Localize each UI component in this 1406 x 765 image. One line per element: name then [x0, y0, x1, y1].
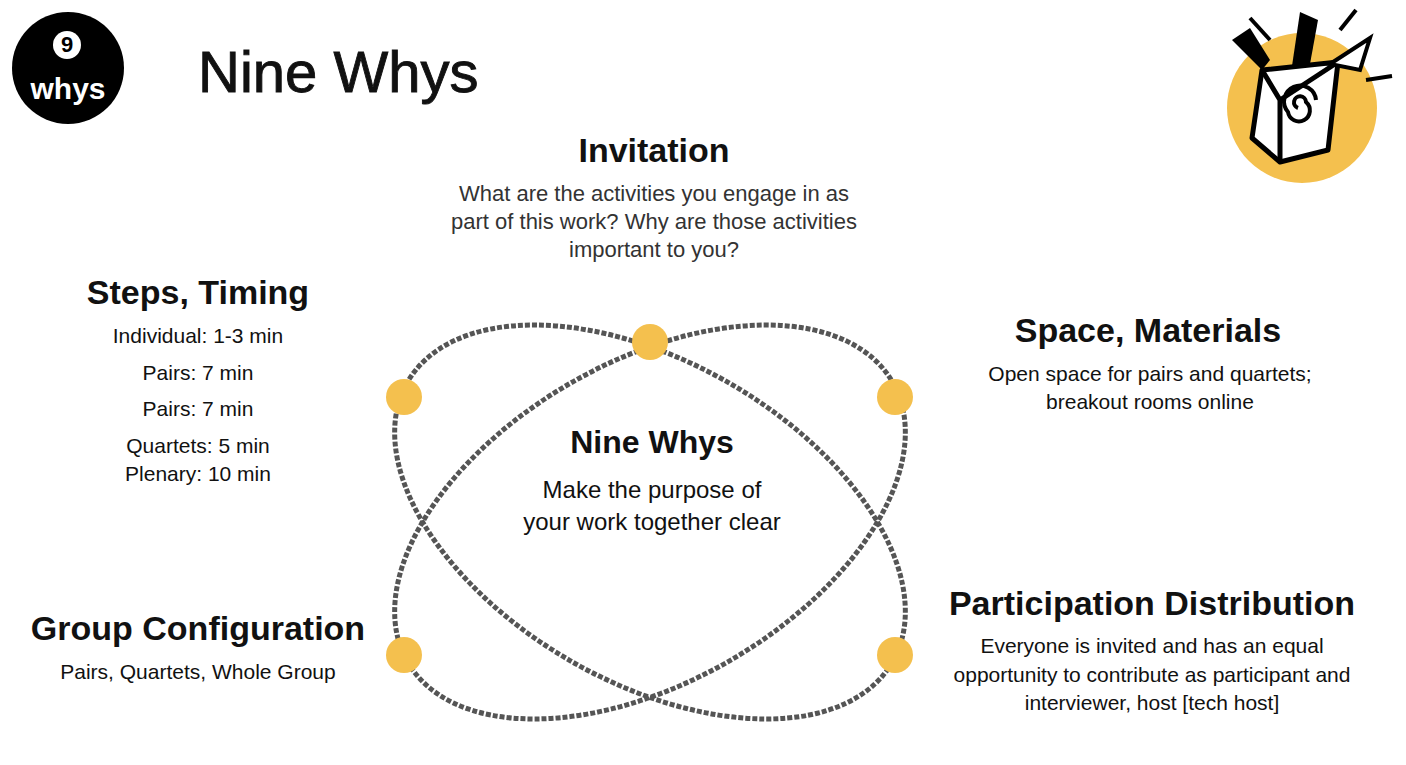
- section-heading: Participation Distribution: [922, 583, 1382, 624]
- spiral: [1284, 85, 1316, 121]
- section-text: Open space for pairs and quartets; break…: [954, 360, 1346, 416]
- logo-badge: 9 whys: [12, 12, 124, 124]
- logo-word: whys: [12, 71, 124, 107]
- section-text: What are the activities you engage in as…: [449, 180, 859, 264]
- central-purpose: Nine WhysMake the purpose of your work t…: [495, 420, 809, 570]
- orbit-ellipse: [328, 243, 973, 765]
- section-heading: Group Configuration: [8, 608, 388, 649]
- box-body: [1252, 62, 1338, 162]
- burst-line: [1250, 18, 1270, 40]
- orbit-dot: [386, 379, 422, 415]
- node-text: Make the purpose of your work together c…: [517, 474, 787, 538]
- gift-box-illustration: [1227, 10, 1392, 183]
- section-heading: Steps, Timing: [13, 272, 383, 313]
- orbit-ellipses: [328, 243, 973, 765]
- slide-title: Nine Whys: [198, 38, 478, 106]
- orbit-dot: [632, 324, 668, 360]
- logo-number: 9: [53, 31, 81, 59]
- section-text: Everyone is invited and has an equal opp…: [937, 632, 1367, 718]
- box-flap: [1330, 38, 1370, 70]
- section-heading: Space, Materials: [938, 310, 1358, 351]
- burst-line: [1366, 76, 1392, 80]
- section-heading: Invitation: [444, 130, 864, 171]
- box-flap: [1292, 12, 1318, 66]
- burst-line: [1340, 10, 1356, 30]
- box-edge: [1280, 62, 1338, 100]
- orbit-dots: [386, 324, 913, 673]
- node-heading: Nine Whys: [495, 422, 809, 462]
- orbit-ellipse: [328, 243, 973, 765]
- orbit-dot: [386, 637, 422, 673]
- section-text: Quartets: 5 min: [18, 434, 378, 458]
- section-text: Plenary: 10 min: [18, 462, 378, 486]
- orbit-dot: [877, 379, 913, 415]
- box-edge: [1262, 70, 1280, 162]
- section-text: Pairs: 7 min: [18, 361, 378, 385]
- section-text: Pairs: 7 min: [18, 397, 378, 421]
- section-text: Individual: 1-3 min: [18, 324, 378, 348]
- orbit-dot: [877, 637, 913, 673]
- section-text: Pairs, Quartets, Whole Group: [8, 660, 388, 684]
